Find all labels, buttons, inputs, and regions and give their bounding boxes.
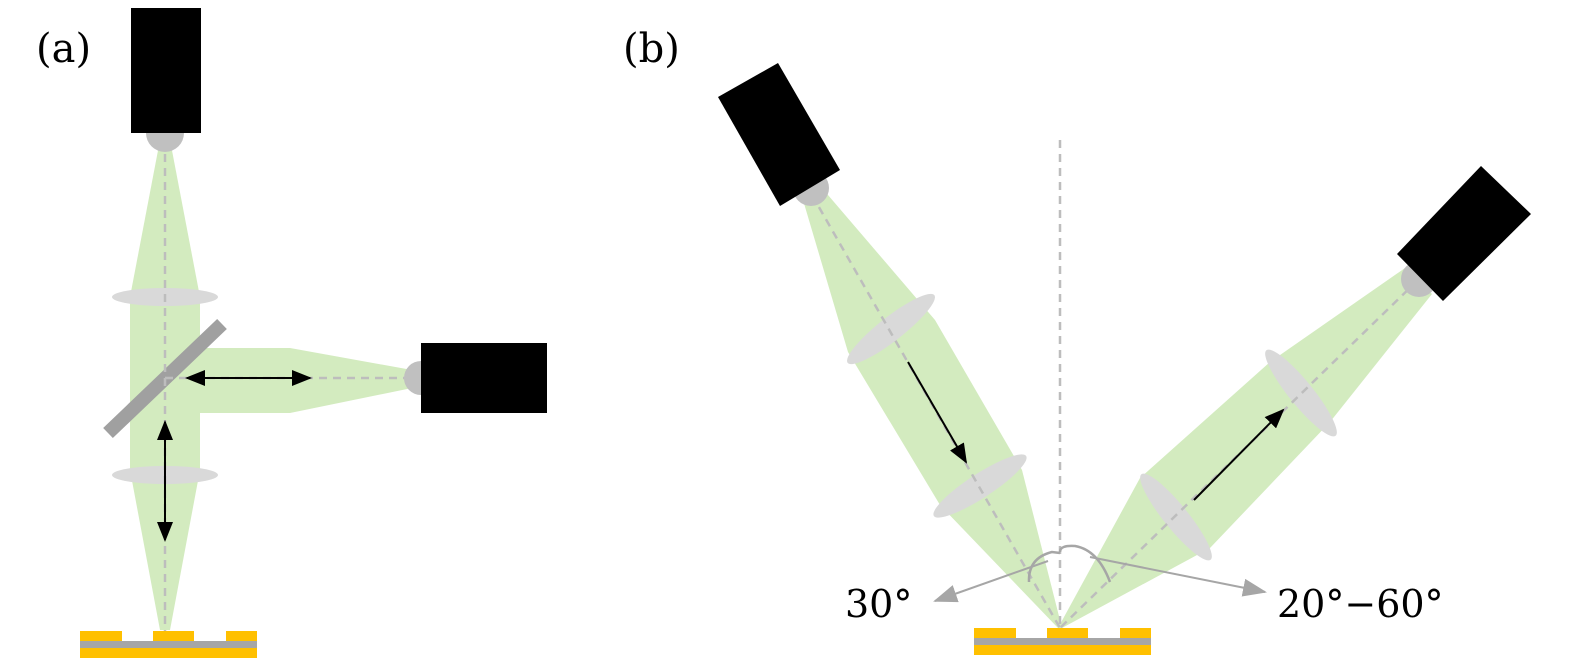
sample-a [80, 631, 257, 658]
arrow-incident [907, 361, 968, 464]
camera-top [131, 8, 201, 133]
camera-left [718, 63, 840, 206]
angle-pointer-left [933, 560, 1049, 603]
beam-horizontal [165, 348, 412, 413]
angle-arc-right [1058, 544, 1112, 583]
panel-a-label: (a) [36, 26, 91, 72]
lens-reflected-2 [1140, 473, 1212, 561]
camera-right [421, 343, 547, 413]
angle-arc-left [1027, 550, 1061, 583]
lens-reflected-1 [1265, 349, 1337, 437]
panel-b: (b) 30° 20°−60° [623, 26, 1531, 655]
camera-right-b [1397, 166, 1531, 301]
panel-b-label: (b) [623, 26, 680, 72]
sample-b [974, 628, 1151, 655]
angle-pointer-right [1089, 556, 1267, 597]
angle-label-reflected: 20°−60° [1277, 582, 1444, 626]
arrow-reflected [1193, 408, 1285, 501]
lens-incident-1 [847, 293, 935, 365]
panel-a: (a) [36, 8, 547, 658]
beam-incident [803, 188, 1062, 628]
angle-label-incident: 30° [845, 582, 912, 626]
